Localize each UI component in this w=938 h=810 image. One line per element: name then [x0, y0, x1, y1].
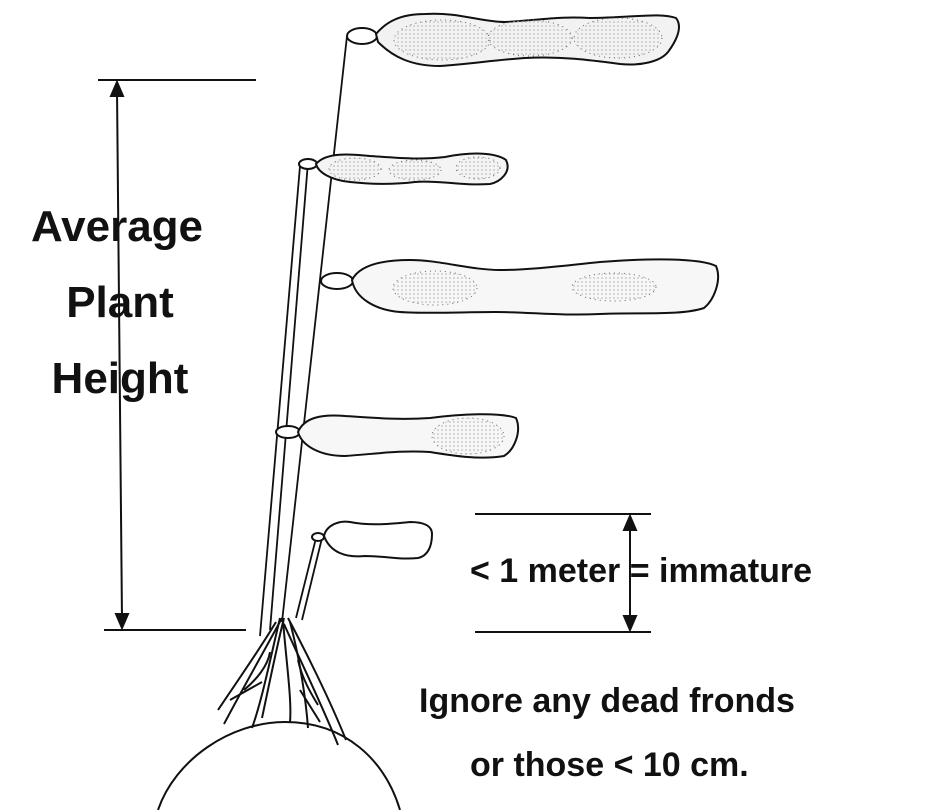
note-line1: Ignore any dead fronds	[419, 682, 795, 721]
frond-blade	[324, 522, 432, 559]
note-line2: or those < 10 cm.	[470, 746, 749, 785]
immature-label: < 1 meter = immature	[470, 552, 812, 591]
pneumatocyst	[276, 426, 300, 438]
pneumatocyst	[321, 273, 353, 289]
frond-lower	[276, 414, 518, 457]
height-label-line2: Plant	[0, 278, 240, 328]
frond-top	[347, 14, 679, 66]
pneumatocyst	[299, 159, 317, 169]
frond-middle	[321, 259, 718, 314]
pneumatocyst	[312, 533, 324, 541]
height-label-line3: Height	[0, 354, 240, 404]
pneumatocyst	[347, 28, 377, 44]
holdfast	[158, 618, 400, 810]
frond-immature	[312, 522, 432, 559]
height-label-line1: Average	[0, 202, 237, 252]
